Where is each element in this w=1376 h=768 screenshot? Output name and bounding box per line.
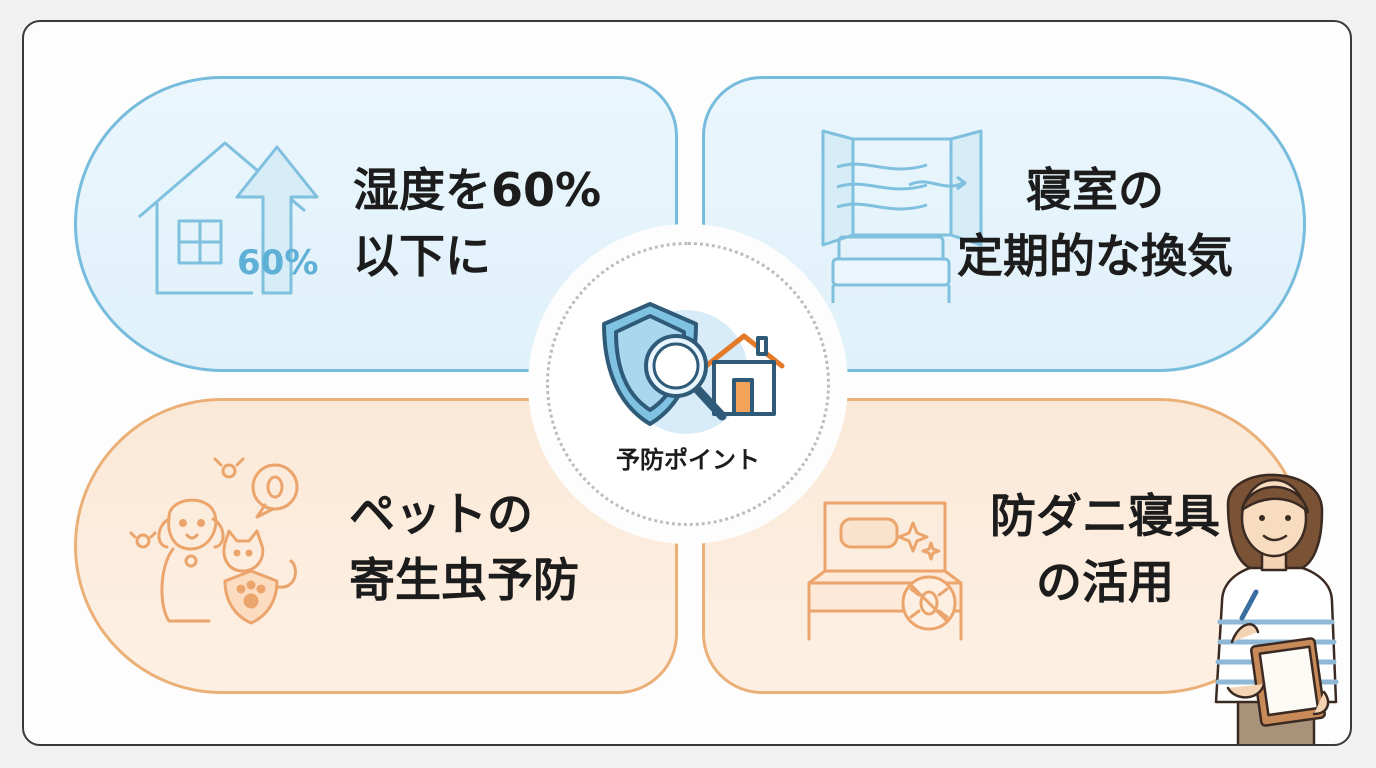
house-arrow-icon — [138, 141, 319, 295]
pet-label: ペットの 寄生虫予防 — [349, 481, 579, 613]
bed-no-mite-icon — [807, 501, 963, 641]
ventilation-label-line1: 寝室の — [1026, 163, 1164, 217]
hub-label: 予防ポイント — [616, 446, 760, 474]
humidity-label-line2: 以下に — [353, 229, 491, 283]
humidity-badge: 60% — [237, 243, 319, 283]
bedding-label-line1: 防ダニ寝具 — [990, 489, 1220, 543]
bedding-label-line2: の活用 — [1036, 555, 1174, 609]
pet-label-line1: ペットの — [349, 487, 533, 541]
dog-cat-shield-icon — [129, 457, 299, 625]
ventilation-label-line2: 定期的な換気 — [957, 229, 1233, 283]
humidity-label-line1: 湿度を60% — [353, 163, 602, 217]
woman-clipboard-illustration — [1214, 473, 1339, 744]
infographic-frame: 60% 湿度を60% 以下に 寝室の — [22, 20, 1352, 746]
humidity-label: 湿度を60% 以下に — [353, 157, 601, 289]
pet-label-line2: 寄生虫予防 — [349, 553, 579, 607]
bedding-panel: 防ダニ寝具 の活用 — [702, 398, 1306, 694]
ventilation-label: 寝室の 定期的な換気 — [895, 157, 1295, 289]
shield-magnifier-house-icon — [602, 302, 785, 434]
bedding-label: 防ダニ寝具 の活用 — [935, 483, 1275, 615]
window-bed-icon — [821, 129, 983, 303]
humidity-panel: 60% 湿度を60% 以下に — [74, 76, 678, 372]
